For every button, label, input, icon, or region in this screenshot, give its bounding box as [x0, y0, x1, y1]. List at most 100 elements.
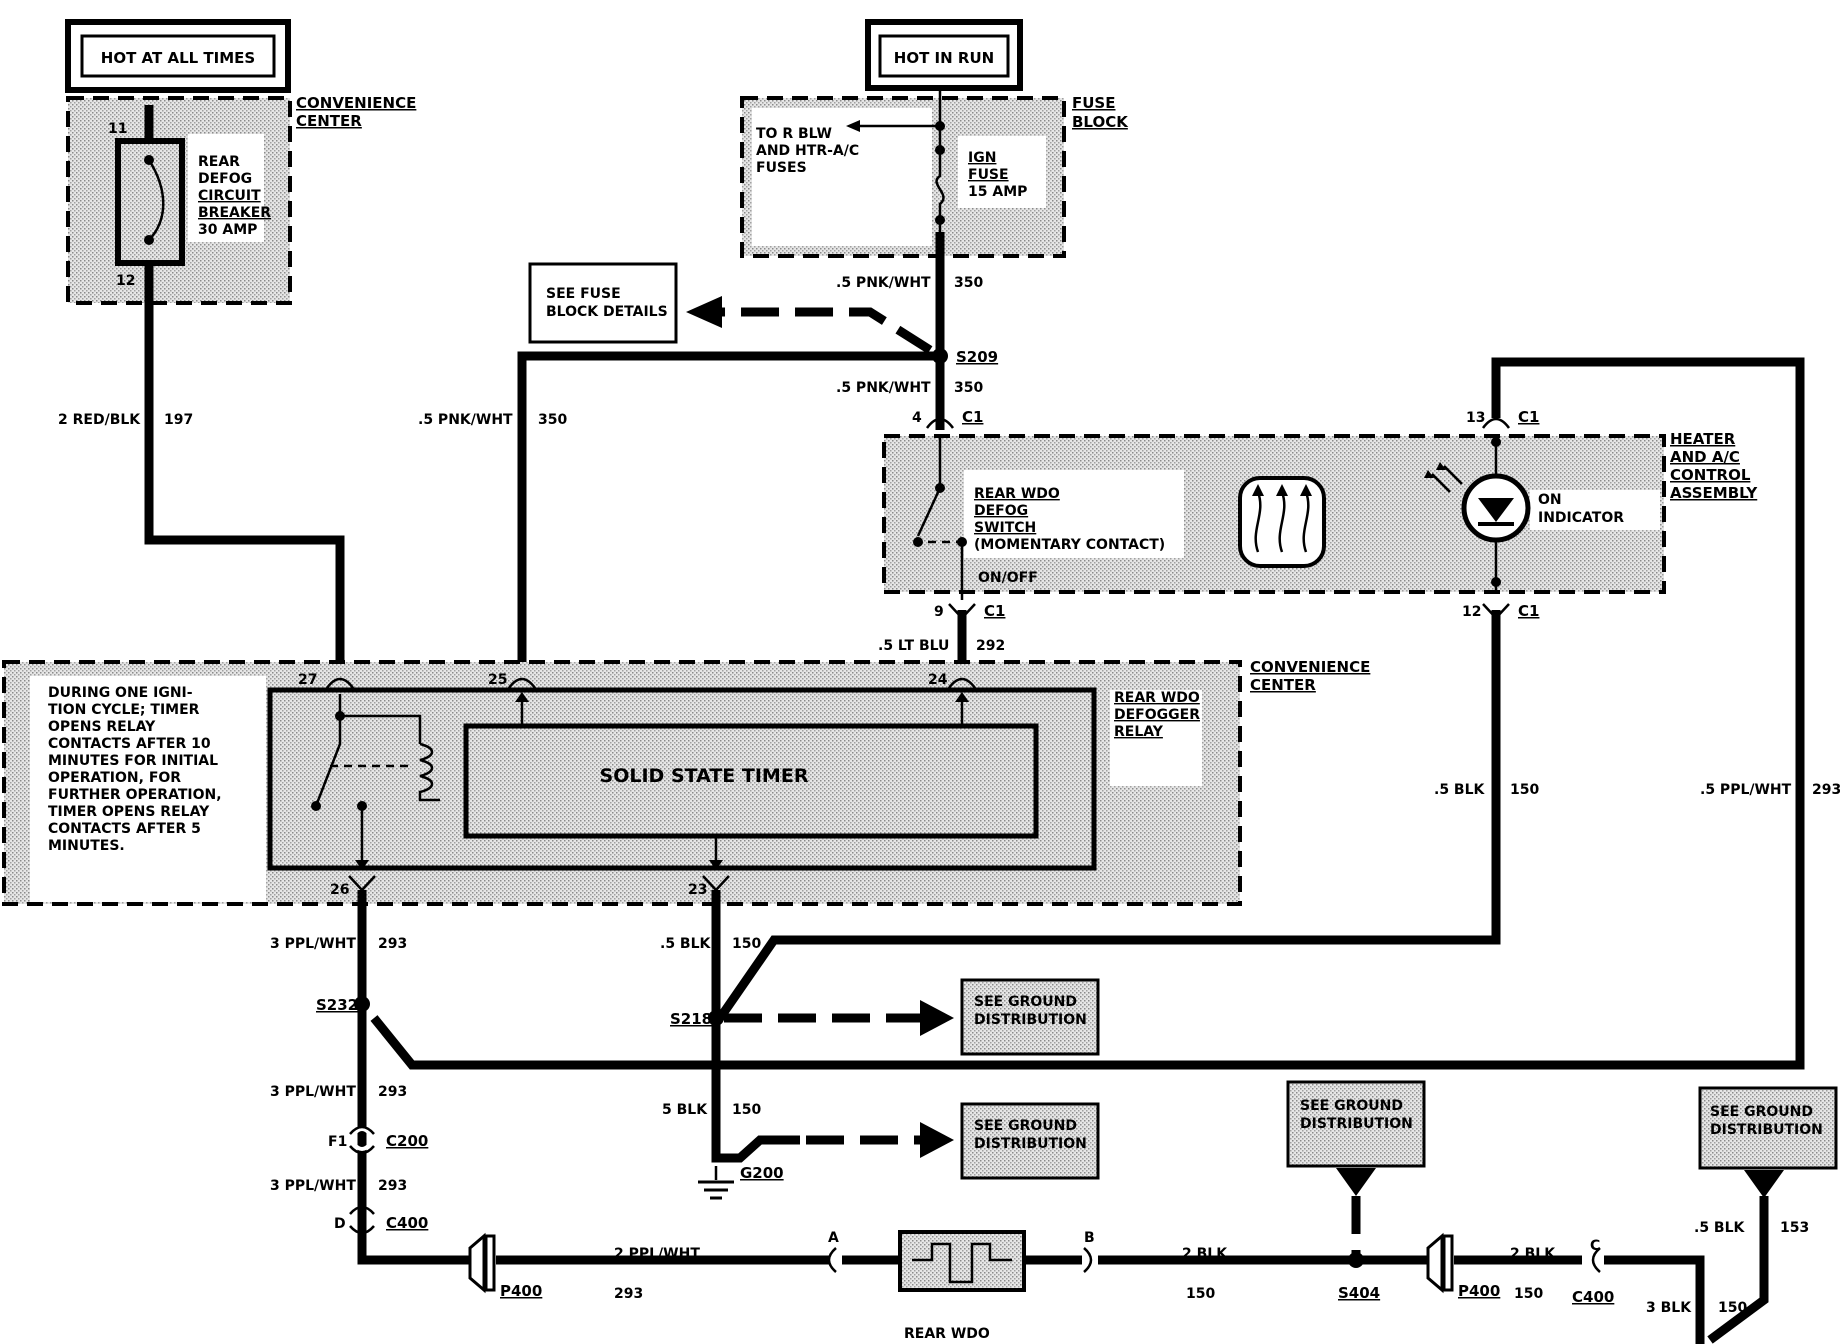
relay-label-3: RELAY — [1114, 724, 1164, 740]
wire-2blk-circuit-2: 150 — [1514, 1286, 1543, 1302]
pin-12-c1: 12 — [1462, 604, 1481, 620]
see-ground-label-1: SEE GROUND — [974, 994, 1077, 1010]
timer-note-line-7: FURTHER OPERATION, — [48, 787, 222, 803]
see-ground-label-1b: DISTRIBUTION — [974, 1012, 1087, 1028]
ign-fuse-label-2: FUSE — [968, 167, 1009, 183]
timer-note: DURING ONE IGNI- TION CYCLE; TIMER OPENS… — [48, 685, 222, 854]
timer-note-line-3: OPENS RELAY — [48, 719, 156, 735]
ign-fuse-label: IGN — [968, 150, 996, 166]
wire-350: .5 PNK/WHT 350 S209 .5 PNK/WHT 350 .5 PN… — [418, 232, 998, 680]
wire-150-circuit-right: 150 — [1510, 782, 1539, 798]
heater-ac-label: HEATER — [1670, 430, 1736, 448]
c1-label-4: C1 — [962, 408, 983, 426]
rear-wdo-circuit: P400 2 PPL/WHT 293 A REAR WDO B 2 BLK 15… — [468, 1080, 1838, 1344]
switch-label-2: DEFOG — [974, 503, 1028, 519]
wire-197: 2 RED/BLK 197 — [58, 283, 345, 680]
to-r-blw-label-2: AND HTR-A/C — [756, 143, 859, 159]
convenience-center-main-label: CONVENIENCE — [1250, 658, 1370, 676]
breaker-rating: 30 AMP — [198, 222, 257, 238]
hot-in-run-label: HOT IN RUN — [894, 49, 994, 67]
wire-293-circuit-1: 293 — [378, 936, 407, 952]
pin-9: 9 — [934, 604, 944, 620]
p400-left-label: P400 — [500, 1282, 542, 1300]
pin-26: 26 — [330, 882, 349, 898]
wire-2blk-circuit-1: 150 — [1186, 1286, 1215, 1302]
switch-label: REAR WDO — [974, 486, 1060, 502]
wire-3blk-circuit: 150 — [1718, 1300, 1747, 1316]
timer-note-line-1: DURING ONE IGNI- — [48, 685, 193, 701]
heater-ac-control: 4 C1 REAR WDO DEFOG SWITCH (MOMENTARY CO… — [882, 408, 1758, 600]
wire-3blk-color: 3 BLK — [1646, 1300, 1692, 1316]
pin-11: 11 — [108, 121, 127, 137]
hot-at-all-times-box: HOT AT ALL TIMES — [65, 19, 291, 93]
wire-350-color-3: .5 PNK/WHT — [418, 412, 513, 428]
relay-label-2: DEFOGGER — [1114, 707, 1200, 723]
wire-293-color-3: 3 PPL/WHT — [270, 1178, 356, 1194]
see-ground-label-3b: DISTRIBUTION — [1300, 1116, 1413, 1132]
wire-153-circuit: 153 — [1780, 1220, 1809, 1236]
pin-a: A — [828, 1230, 839, 1246]
see-ground-label-4b: DISTRIBUTION — [1710, 1122, 1823, 1138]
ign-fuse-rating: 15 AMP — [968, 184, 1027, 200]
relay-label: REAR WDO — [1114, 690, 1200, 706]
fuse-block-label: FUSE — [1072, 94, 1115, 112]
breaker-label-4: BREAKER — [198, 205, 271, 221]
wire-293-color-right: .5 PPL/WHT — [1700, 782, 1792, 798]
wire-293-bottom-circuit: 293 — [614, 1286, 643, 1302]
heater-ac-label-2: AND A/C — [1670, 448, 1740, 466]
timer-note-line-10: MINUTES. — [48, 838, 125, 854]
hot-at-all-times-label: HOT AT ALL TIMES — [101, 49, 255, 67]
switch-label-4: (MOMENTARY CONTACT) — [974, 537, 1165, 553]
pin-d: D — [334, 1216, 346, 1232]
s218-label: S218 — [670, 1010, 712, 1028]
fuse-block: TO R BLW AND HTR-A/C FUSES IGN FUSE 15 A… — [740, 88, 1129, 258]
see-fuse-block-details: SEE FUSE BLOCK DETAILS — [528, 262, 933, 354]
wire-350-circuit-3: 350 — [538, 412, 567, 428]
wire-197-color: 2 RED/BLK — [58, 412, 141, 428]
wire-293-circuit-3: 293 — [378, 1178, 407, 1194]
pin-f1: F1 — [328, 1134, 347, 1150]
wire-293-color-2: 3 PPL/WHT — [270, 1084, 356, 1100]
rear-wdo-label: REAR WDO — [904, 1326, 990, 1342]
pin-13: 13 — [1466, 410, 1485, 426]
solid-state-timer-label: SOLID STATE TIMER — [600, 765, 809, 787]
see-fuse-label-2: BLOCK DETAILS — [546, 304, 668, 320]
wire-293-circuit-right: 293 — [1812, 782, 1840, 798]
convenience-center-label: CONVENIENCE — [296, 94, 416, 112]
timer-note-line-5: MINUTES FOR INITIAL — [48, 753, 218, 769]
wire-293-circuit-2: 293 — [378, 1084, 407, 1100]
see-ground-label-2: SEE GROUND — [974, 1118, 1077, 1134]
convenience-center-top: 11 12 CONVENIENCE CENTER REAR DEFOG CIRC… — [66, 94, 416, 305]
s232-label: S232 — [316, 996, 358, 1014]
wire-350-color-1: .5 PNK/WHT — [836, 275, 931, 291]
see-ground-label-3: SEE GROUND — [1300, 1098, 1403, 1114]
heater-ac-label-4: ASSEMBLY — [1670, 484, 1758, 502]
wire-350-color-2: .5 PNK/WHT — [836, 380, 931, 396]
pin-b: B — [1084, 1230, 1095, 1246]
wire-292-color: .5 LT BLU — [878, 638, 949, 654]
c400-label-right: C400 — [1572, 1288, 1614, 1306]
wire-292-circuit: 292 — [976, 638, 1005, 654]
s209-label: S209 — [956, 348, 998, 366]
on-off-label: ON/OFF — [978, 570, 1038, 586]
c1-label-13: C1 — [1518, 408, 1539, 426]
on-indicator-label: ON — [1538, 492, 1562, 508]
wire-150-color-2: 5 BLK — [662, 1102, 708, 1118]
splice-s232 — [354, 996, 370, 1012]
wire-150-circuit-1: 150 — [732, 936, 761, 952]
wire-293-bottom-color: 2 PPL/WHT — [614, 1246, 700, 1262]
to-r-blw-label: TO R BLW — [756, 126, 832, 142]
wire-197-circuit: 197 — [164, 412, 193, 428]
c1-label-12: C1 — [1518, 602, 1539, 620]
wire-2blk-color-1: 2 BLK — [1182, 1246, 1228, 1262]
timer-note-line-8: TIMER OPENS RELAY — [48, 804, 210, 820]
wire-150-color-right: .5 BLK — [1434, 782, 1486, 798]
pin-25: 25 — [488, 672, 507, 688]
pin-c: C — [1590, 1238, 1600, 1254]
p400-right-label: P400 — [1458, 1282, 1500, 1300]
switch-label-3: SWITCH — [974, 520, 1036, 536]
wire-150-center: .5 BLK 150 S218 5 BLK 150 G200 SEE GROUN… — [660, 890, 1100, 1200]
wire-150-color-1: .5 BLK — [660, 936, 712, 952]
hot-in-run-box: HOT IN RUN — [865, 19, 1023, 91]
